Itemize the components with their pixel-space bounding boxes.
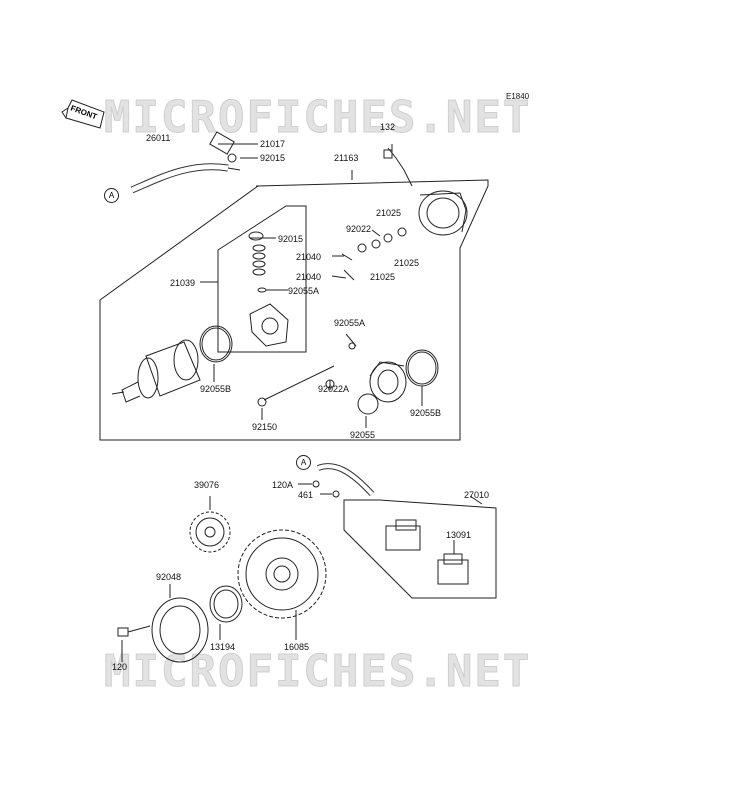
part-21039: 21039 [170,278,196,288]
part-21025-a: 21025 [376,208,402,218]
part-21040-b: 21040 [296,272,322,282]
part-92055B-right: 92055B [410,408,442,418]
part-27010: 27010 [464,490,490,500]
brush-group-outline [217,205,307,353]
ref-a-mid: A [296,455,311,470]
part-92055: 92055 [350,430,376,440]
starter-group-outline [99,179,489,441]
part-39076: 39076 [194,480,220,490]
starter-clutch-gear [237,529,327,619]
part-26011: 26011 [146,133,171,143]
part-92055B-left: 92055B [200,384,232,394]
watermark-top: MICROFICHES.NET [103,92,532,144]
part-21163: 21163 [334,153,359,163]
watermark-bottom: MICROFICHES.NET [103,646,532,698]
part-120: 120 [112,662,128,672]
clutch-housing [151,597,209,663]
part-132: 132 [380,122,396,132]
part-92055A-mid: 92055A [334,318,366,328]
part-13091: 13091 [446,530,472,540]
part-21040-a: 21040 [296,252,322,262]
part-92015-top: 92015 [260,153,286,163]
idler-gear [189,511,231,553]
part-92015-mid: 92015 [278,234,304,244]
part-92055A-top: 92055A [288,286,320,296]
part-21025-c: 21025 [370,272,396,282]
part-16085: 16085 [284,642,310,652]
part-92150: 92150 [252,422,278,432]
part-461: 461 [298,490,314,500]
part-21025-b: 21025 [394,258,420,268]
part-92048: 92048 [156,572,182,582]
front-arrow-icon [65,99,105,129]
part-13194: 13194 [210,642,236,652]
motor-body [145,341,201,397]
ref-a-top: A [104,188,119,203]
diagram-code: E1840 [506,92,530,101]
part-120A: 120A [272,480,294,490]
part-21017: 21017 [260,139,286,149]
part-92022: 92022 [346,224,372,234]
relay-group-outline [343,499,497,599]
part-92022A: 92022A [318,384,350,394]
